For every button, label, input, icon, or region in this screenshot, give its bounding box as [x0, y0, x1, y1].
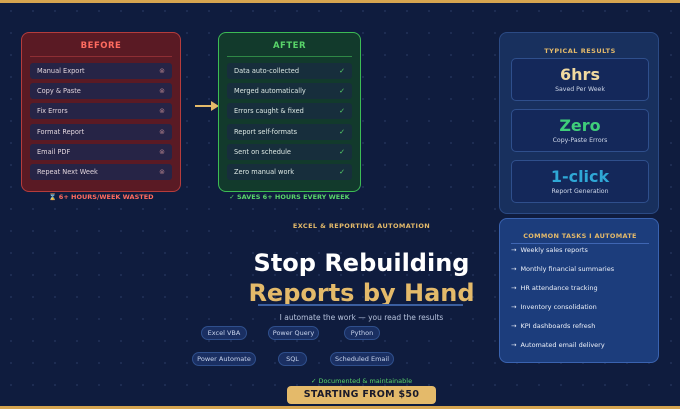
arrow-icon: → — [511, 265, 517, 273]
check-icon: ✓ — [339, 147, 345, 156]
after-caption: ✓ SAVES 6+ HOURS EVERY WEEK — [229, 193, 350, 201]
common-tasks-card: COMMON TASKS I AUTOMATE →Weekly sales re… — [499, 218, 659, 363]
documented-note: ✓ Documented & maintainable — [310, 377, 413, 385]
cross-icon: ⊗ — [159, 107, 165, 116]
tag-sql: SQL — [278, 352, 307, 366]
stat-value: 1-click — [550, 167, 610, 186]
task-item: →Automated email delivery — [511, 341, 605, 349]
hero-eyebrow: EXCEL & REPORTING AUTOMATION — [292, 222, 431, 230]
stat-label: Saved Per Week — [555, 86, 605, 93]
stat-errors: Zero Copy-Paste Errors — [511, 109, 649, 152]
stat-one-click: 1-click Report Generation — [511, 160, 649, 203]
cross-icon: ⊗ — [159, 87, 165, 96]
check-icon: ✓ — [339, 127, 345, 136]
before-item-label: Repeat Next Week — [37, 167, 98, 176]
task-label: Automated email delivery — [520, 341, 605, 349]
task-label: Inventory consolidation — [520, 303, 597, 311]
stat-value: Zero — [559, 116, 601, 135]
headline-line-2: Reports by Hand — [248, 279, 475, 307]
check-icon: ✓ — [339, 87, 345, 96]
after-item: Merged automatically ✓ — [227, 83, 352, 100]
arrow-right-icon — [195, 101, 219, 111]
after-item-label: Report self-formats — [234, 127, 298, 136]
after-title: AFTER — [227, 41, 352, 57]
task-item: →Weekly sales reports — [511, 246, 588, 254]
before-item: Copy & Paste ⊗ — [30, 83, 172, 100]
task-label: Weekly sales reports — [520, 246, 588, 254]
check-icon: ✓ — [339, 167, 345, 176]
before-item: Manual Export ⊗ — [30, 63, 172, 79]
task-item: →KPI dashboards refresh — [511, 322, 595, 330]
cross-icon: ⊗ — [159, 167, 165, 176]
stat-hours-saved: 6hrs Saved Per Week — [511, 58, 649, 101]
task-label: HR attendance tracking — [520, 284, 598, 292]
before-item-label: Email PDF — [37, 147, 71, 156]
after-item-label: Zero manual work — [234, 167, 295, 176]
task-label: KPI dashboards refresh — [520, 322, 596, 330]
bottom-accent-bar — [0, 406, 680, 409]
before-item: Email PDF ⊗ — [30, 143, 172, 160]
before-item: Repeat Next Week ⊗ — [30, 163, 172, 180]
after-item: Errors caught & fixed ✓ — [227, 103, 352, 120]
arrow-icon: → — [511, 303, 517, 311]
tag-excel-vba: Excel VBA — [201, 326, 247, 340]
before-item-label: Copy & Paste — [37, 87, 81, 96]
task-item: →Inventory consolidation — [511, 303, 597, 311]
top-accent-bar — [0, 0, 680, 3]
before-item-label: Fix Errors — [37, 107, 68, 116]
after-item-label: Errors caught & fixed — [234, 107, 304, 116]
after-item: Data auto-collected ✓ — [227, 63, 352, 79]
before-panel: BEFORE Manual Export ⊗ Copy & Paste ⊗ Fix … — [21, 32, 181, 192]
after-item-label: Merged automatically — [234, 87, 306, 96]
tasks-title: COMMON TASKS I AUTOMATE — [523, 232, 637, 240]
typical-results-card: TYPICAL RESULTS 6hrs Saved Per Week Zero… — [499, 32, 659, 214]
before-title: BEFORE — [30, 41, 172, 57]
after-item-label: Sent on schedule — [234, 147, 291, 156]
after-panel: AFTER Data auto-collected ✓ Merged automa… — [218, 32, 361, 192]
divider — [511, 243, 649, 244]
after-item: Zero manual work ✓ — [227, 163, 352, 180]
tag-python: Python — [344, 326, 380, 340]
arrow-icon: → — [511, 322, 517, 330]
after-item: Sent on schedule ✓ — [227, 143, 352, 160]
tag-power-query: Power Query — [268, 326, 319, 340]
pricing-cta-button[interactable]: STARTING FROM $50 — [287, 386, 436, 404]
cross-icon: ⊗ — [159, 147, 165, 156]
headline-underline — [258, 304, 463, 306]
before-item: Fix Errors ⊗ — [30, 103, 172, 120]
tag-power-automate: Power Automate — [192, 352, 256, 366]
tag-scheduled-email: Scheduled Email — [330, 352, 394, 366]
before-item-label: Manual Export — [37, 67, 85, 75]
after-item-label: Data auto-collected — [234, 67, 300, 75]
task-item: →Monthly financial summaries — [511, 265, 614, 273]
arrow-icon: → — [511, 341, 517, 349]
cross-icon: ⊗ — [159, 67, 165, 75]
arrow-icon: → — [511, 284, 517, 292]
after-item: Report self-formats ✓ — [227, 123, 352, 140]
results-title: TYPICAL RESULTS — [544, 47, 616, 55]
before-caption: ⌛ 6+ HOURS/WEEK WASTED — [48, 193, 154, 201]
before-item: Format Report ⊗ — [30, 123, 172, 140]
task-item: →HR attendance tracking — [511, 284, 598, 292]
cross-icon: ⊗ — [159, 127, 165, 136]
stat-label: Copy-Paste Errors — [552, 137, 608, 144]
stat-value: 6hrs — [560, 65, 600, 84]
task-label: Monthly financial summaries — [520, 265, 615, 273]
arrow-icon: → — [511, 246, 517, 254]
check-icon: ✓ — [339, 107, 345, 116]
check-icon: ✓ — [339, 67, 345, 75]
before-item-label: Format Report — [37, 127, 85, 136]
stat-label: Report Generation — [551, 188, 609, 195]
headline-line-1: Stop Rebuilding — [253, 249, 470, 277]
hero-subtitle: I automate the work — you read the resul… — [279, 313, 444, 322]
